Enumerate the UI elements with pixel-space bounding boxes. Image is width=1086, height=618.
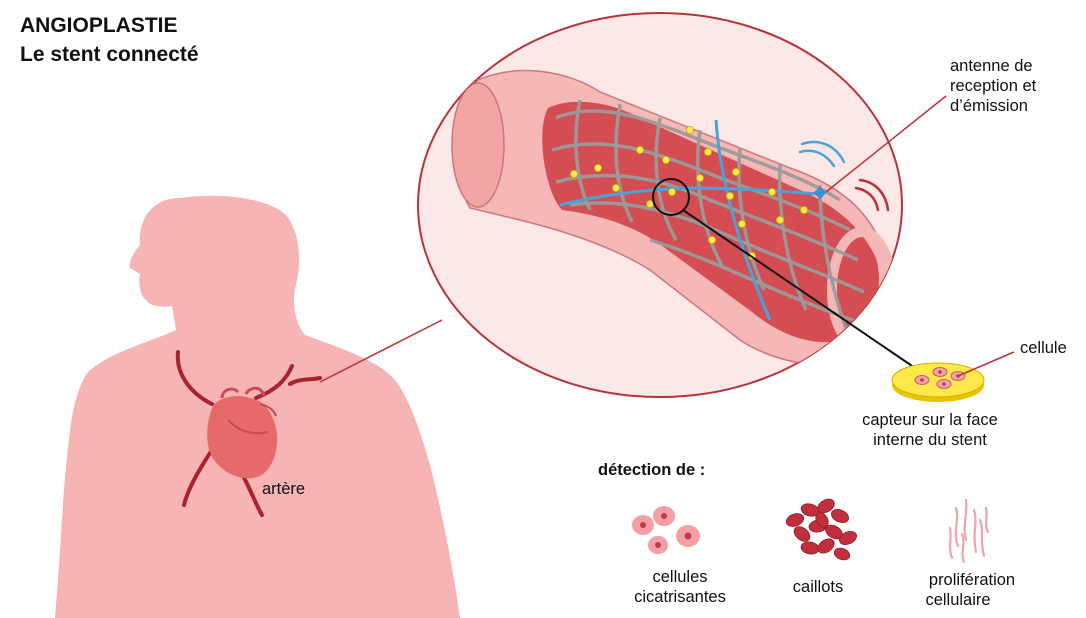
page-title: ANGIOPLASTIE — [20, 13, 178, 39]
blood-clots-icon — [784, 496, 858, 562]
sensor-label-line-1: capteur sur la face — [828, 410, 1032, 430]
vessel-opening — [452, 83, 504, 207]
detection-heading: détection de : — [598, 460, 705, 480]
proliferation-label-line-1: prolifération — [906, 570, 1038, 590]
scar-cells-label-line-1: cellules — [620, 567, 740, 587]
scar-cells-label-line-2: cicatrisantes — [620, 587, 740, 607]
artery-label: artère — [262, 479, 305, 499]
antenna-label-line-2: reception et — [950, 76, 1036, 96]
scar-cells-icon — [632, 506, 700, 554]
cell-proliferation-icon — [950, 500, 988, 562]
antenna-label-line-3: d’émission — [950, 96, 1028, 116]
sensor-dish-icon — [892, 363, 984, 402]
cell-label: cellule — [1020, 338, 1067, 358]
page-subtitle: Le stent connecté — [20, 42, 199, 68]
antenna-label-line-1: antenne de — [950, 56, 1033, 76]
clots-label: caillots — [770, 577, 866, 597]
proliferation-label-line-2: cellulaire — [906, 590, 1010, 610]
sensor-label-line-2: interne du stent — [828, 430, 1032, 450]
cell-leader-line — [958, 352, 1014, 376]
